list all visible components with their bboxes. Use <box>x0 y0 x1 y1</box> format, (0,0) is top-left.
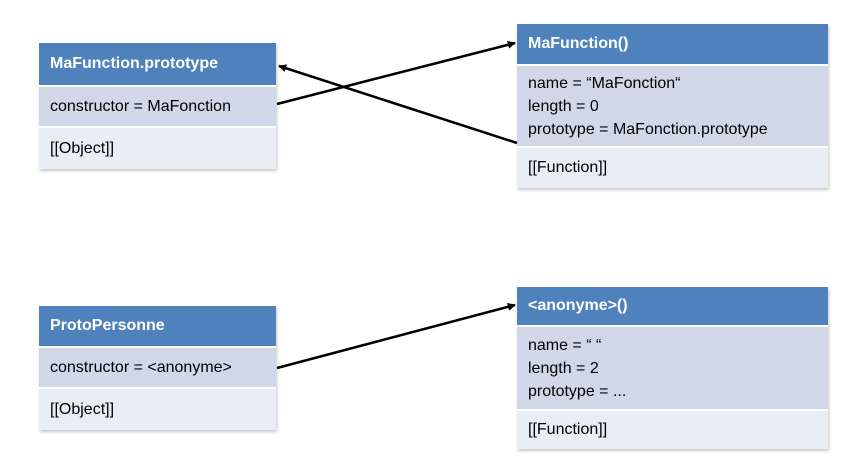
constructor-arrow-1 <box>276 40 516 106</box>
prototype-box-title: ProtoPersonne <box>39 306 276 348</box>
length-property: length = 2 <box>528 359 599 377</box>
prototype-box-protopersonne: ProtoPersonne constructor = <anonyme> [[… <box>39 306 276 430</box>
properties-row: name = “ “ length = 2 prototype = ... <box>517 327 828 411</box>
constructor-arrow-2 <box>276 302 516 370</box>
length-property: length = 0 <box>528 97 599 115</box>
function-box-anonyme: <anonyme>() name = “ “ length = 2 protot… <box>517 287 828 449</box>
function-box-mafunction: MaFunction() name = “MaFonction“ length … <box>517 24 828 188</box>
prototype-property: prototype = ... <box>528 382 627 400</box>
internal-type-row: [[Object]] <box>39 389 276 430</box>
internal-type-row: [[Function]] <box>517 148 828 188</box>
prototype-property: prototype = MaFonction.prototype <box>528 120 768 138</box>
internal-type-row: [[Function]] <box>517 411 828 449</box>
internal-type-row: [[Object]] <box>39 128 276 169</box>
function-box-title: <anonyme>() <box>517 287 828 327</box>
prototype-box-mafunction: MaFunction.prototype constructor = MaFon… <box>39 43 276 169</box>
function-box-title: MaFunction() <box>517 24 828 66</box>
prototype-box-title: MaFunction.prototype <box>39 43 276 87</box>
properties-row: name = “MaFonction“ length = 0 prototype… <box>517 66 828 148</box>
constructor-row: constructor = MaFonction <box>39 87 276 128</box>
prototype-arrow-1 <box>278 64 518 145</box>
constructor-row: constructor = <anonyme> <box>39 348 276 389</box>
name-property: name = “MaFonction“ <box>528 74 681 92</box>
name-property: name = “ “ <box>528 336 602 354</box>
